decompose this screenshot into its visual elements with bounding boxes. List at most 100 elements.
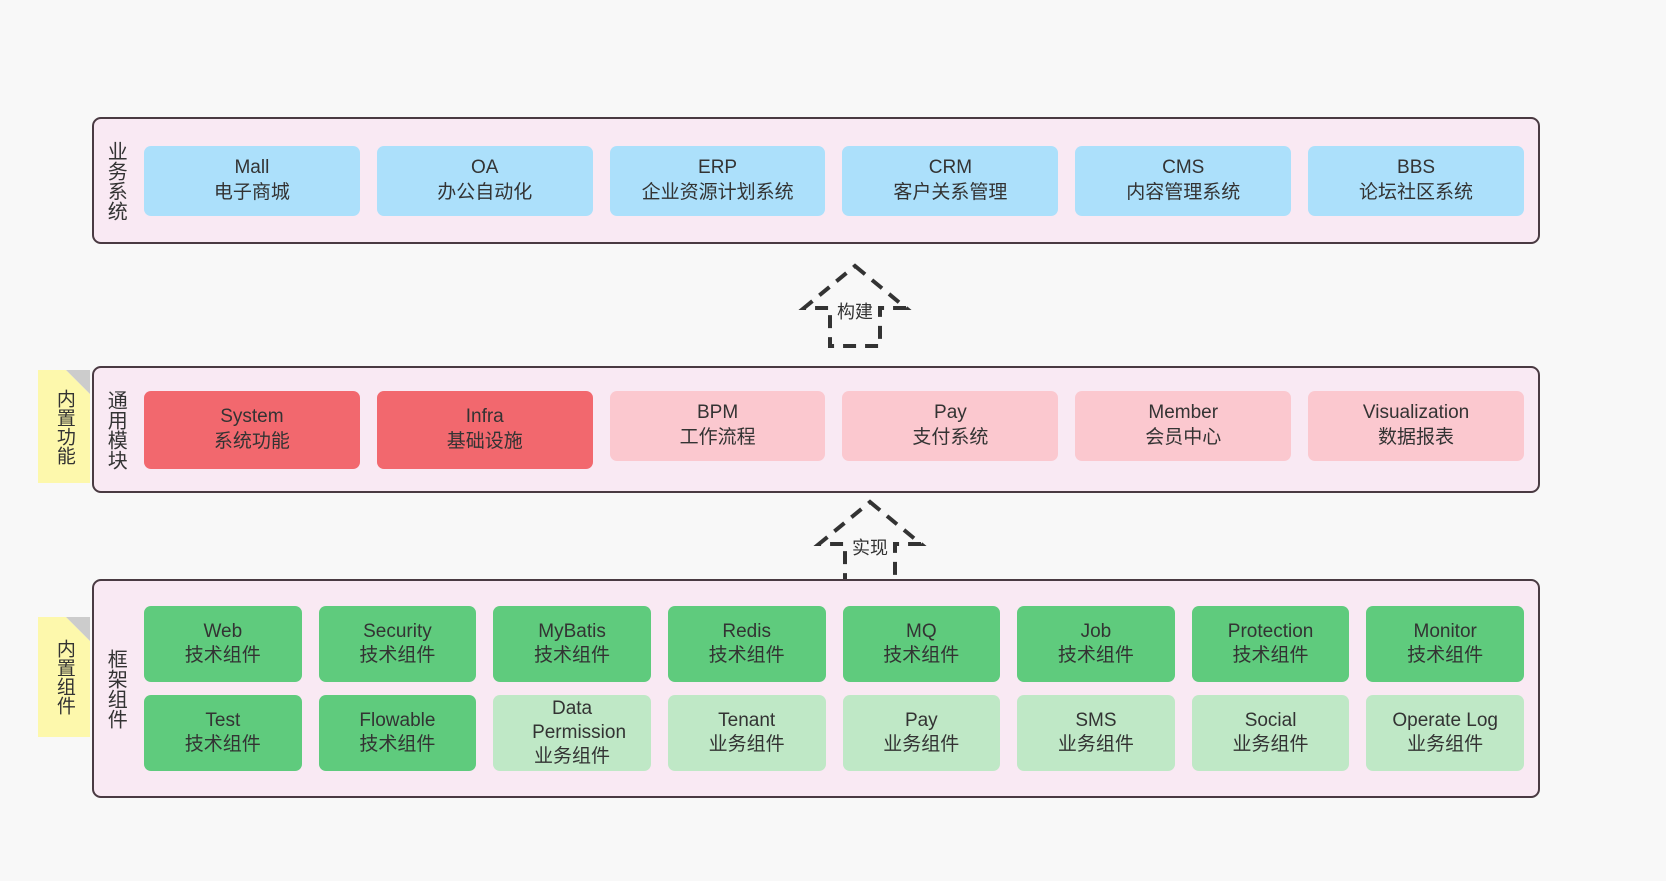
row-business-components: Test 技术组件 Flowable 技术组件 Data Permission …: [144, 695, 1524, 771]
node-data-permission-desc: 业务组件: [534, 746, 611, 768]
node-sms[interactable]: SMS 业务组件: [1017, 695, 1175, 771]
node-mybatis[interactable]: MyBatis 技术组件: [493, 606, 651, 682]
node-security[interactable]: Security 技术组件: [318, 606, 477, 682]
node-oa-name: OA: [471, 157, 499, 179]
node-web-name: Web: [203, 620, 243, 642]
layer-common-modules: 通用模块 System 系统功能 Infra 基础设施 BPM 工作流程 Pay…: [92, 366, 1540, 493]
node-erp-desc: 企业资源计划系统: [641, 181, 794, 203]
node-crm-name: CRM: [928, 157, 973, 179]
node-infra-desc: 基础设施: [446, 430, 523, 452]
node-bpm-desc: 工作流程: [679, 426, 756, 448]
node-flowable-name: Flowable: [359, 709, 436, 731]
row-tech-components: Web 技术组件 Security 技术组件 MyBatis 技术组件 Redi…: [144, 606, 1524, 682]
node-bbs-name: BBS: [1397, 157, 1436, 179]
node-operate-log-name: Operate Log: [1392, 709, 1498, 731]
node-web-desc: 技术组件: [184, 645, 261, 666]
node-social[interactable]: Social 业务组件: [1191, 695, 1350, 771]
node-oa-desc: 办公自动化: [437, 181, 533, 203]
node-test[interactable]: Test 技术组件: [144, 695, 302, 771]
node-test-desc: 技术组件: [184, 734, 261, 755]
node-flowable-desc: 技术组件: [359, 734, 436, 755]
node-job[interactable]: Job 技术组件: [1017, 606, 1175, 682]
node-data-permission-name: Data Permission: [532, 697, 627, 743]
node-mall[interactable]: Mall 电子商城: [144, 145, 360, 216]
node-system[interactable]: System 系统功能: [144, 390, 360, 469]
node-visualization[interactable]: Visualization 数据报表: [1308, 390, 1524, 461]
node-cms[interactable]: CMS 内容管理系统: [1075, 145, 1292, 216]
node-social-name: Social: [1244, 709, 1297, 731]
layer-body-common-modules: System 系统功能 Infra 基础设施 BPM 工作流程 Pay 支付系统…: [136, 368, 1538, 491]
node-mybatis-desc: 技术组件: [534, 645, 611, 666]
layer-framework-components: 框架组件 Web 技术组件 Security 技术组件 MyBatis 技术组件…: [92, 579, 1540, 798]
node-tenant[interactable]: Tenant 业务组件: [667, 695, 826, 771]
node-sms-name: SMS: [1075, 709, 1117, 731]
node-monitor-desc: 技术组件: [1407, 645, 1484, 666]
node-member[interactable]: Member 会员中心: [1075, 390, 1292, 461]
layer-body-business-systems: Mall 电子商城 OA 办公自动化 ERP 企业资源计划系统 CRM 客户关系…: [136, 119, 1538, 242]
node-cms-desc: 内容管理系统: [1126, 181, 1241, 203]
layer-business-systems: 业务系统 Mall 电子商城 OA 办公自动化 ERP 企业资源计划系统 CRM…: [92, 117, 1540, 244]
row-common-modules: System 系统功能 Infra 基础设施 BPM 工作流程 Pay 支付系统…: [144, 390, 1524, 469]
node-infra-name: Infra: [465, 406, 504, 428]
node-web[interactable]: Web 技术组件: [144, 606, 302, 682]
note-builtin-features: 内置功能: [38, 370, 90, 483]
layer-body-framework-components: Web 技术组件 Security 技术组件 MyBatis 技术组件 Redi…: [136, 581, 1538, 796]
node-erp[interactable]: ERP 企业资源计划系统: [609, 145, 826, 216]
node-operate-log-desc: 业务组件: [1407, 734, 1484, 755]
node-redis[interactable]: Redis 技术组件: [667, 606, 826, 682]
node-monitor[interactable]: Monitor 技术组件: [1366, 606, 1524, 682]
node-visualization-desc: 数据报表: [1378, 426, 1455, 448]
node-monitor-name: Monitor: [1413, 620, 1477, 642]
node-mybatis-name: MyBatis: [538, 620, 606, 642]
node-tenant-name: Tenant: [718, 709, 776, 731]
node-test-name: Test: [205, 709, 241, 731]
node-bpm-name: BPM: [696, 402, 739, 424]
node-bbs-desc: 论坛社区系统: [1359, 181, 1474, 203]
node-mq[interactable]: MQ 技术组件: [842, 606, 1001, 682]
node-flowable[interactable]: Flowable 技术组件: [318, 695, 477, 771]
node-oa[interactable]: OA 办公自动化: [376, 145, 593, 216]
node-bpm[interactable]: BPM 工作流程: [609, 390, 826, 461]
node-operate-log[interactable]: Operate Log 业务组件: [1366, 695, 1524, 771]
node-member-name: Member: [1148, 402, 1219, 424]
node-cms-name: CMS: [1162, 157, 1205, 179]
note-builtin-components-text: 内置组件: [53, 639, 75, 715]
layer-title-business-systems: 业务系统: [104, 140, 127, 221]
layer-title-framework-components: 框架组件: [104, 648, 127, 729]
node-protection[interactable]: Protection 技术组件: [1191, 606, 1350, 682]
node-mq-name: MQ: [906, 620, 937, 642]
node-security-name: Security: [363, 620, 432, 642]
node-pay-module-desc: 支付系统: [912, 426, 989, 448]
node-pay-module[interactable]: Pay 支付系统: [842, 390, 1059, 461]
node-crm-desc: 客户关系管理: [893, 181, 1008, 203]
node-member-desc: 会员中心: [1145, 426, 1222, 448]
node-pay-module-name: Pay: [934, 402, 967, 424]
layer-title-common-modules: 通用模块: [104, 389, 127, 470]
node-bbs[interactable]: BBS 论坛社区系统: [1308, 145, 1524, 216]
node-visualization-name: Visualization: [1362, 402, 1470, 424]
row-business-systems: Mall 电子商城 OA 办公自动化 ERP 企业资源计划系统 CRM 客户关系…: [144, 145, 1524, 216]
node-mall-desc: 电子商城: [213, 181, 290, 203]
node-system-desc: 系统功能: [213, 430, 290, 452]
node-pay-component-name: Pay: [904, 709, 938, 731]
node-sms-desc: 业务组件: [1057, 734, 1134, 755]
node-crm[interactable]: CRM 客户关系管理: [842, 145, 1059, 216]
node-data-permission[interactable]: Data Permission 业务组件: [493, 695, 651, 771]
node-pay-component[interactable]: Pay 业务组件: [842, 695, 1001, 771]
note-builtin-components: 内置组件: [38, 617, 90, 737]
node-mq-desc: 技术组件: [883, 645, 960, 666]
node-security-desc: 技术组件: [359, 645, 436, 666]
node-job-name: Job: [1080, 620, 1112, 642]
node-pay-component-desc: 业务组件: [883, 734, 960, 755]
note-builtin-features-text: 内置功能: [53, 388, 75, 465]
node-redis-name: Redis: [722, 620, 771, 642]
node-social-desc: 业务组件: [1232, 734, 1309, 755]
node-tenant-desc: 业务组件: [708, 734, 785, 755]
arrow-build: 构建: [798, 262, 912, 350]
node-protection-desc: 技术组件: [1232, 645, 1309, 666]
node-mall-name: Mall: [234, 157, 270, 179]
node-redis-desc: 技术组件: [708, 645, 785, 666]
node-infra[interactable]: Infra 基础设施: [376, 390, 593, 469]
node-protection-name: Protection: [1227, 620, 1314, 642]
